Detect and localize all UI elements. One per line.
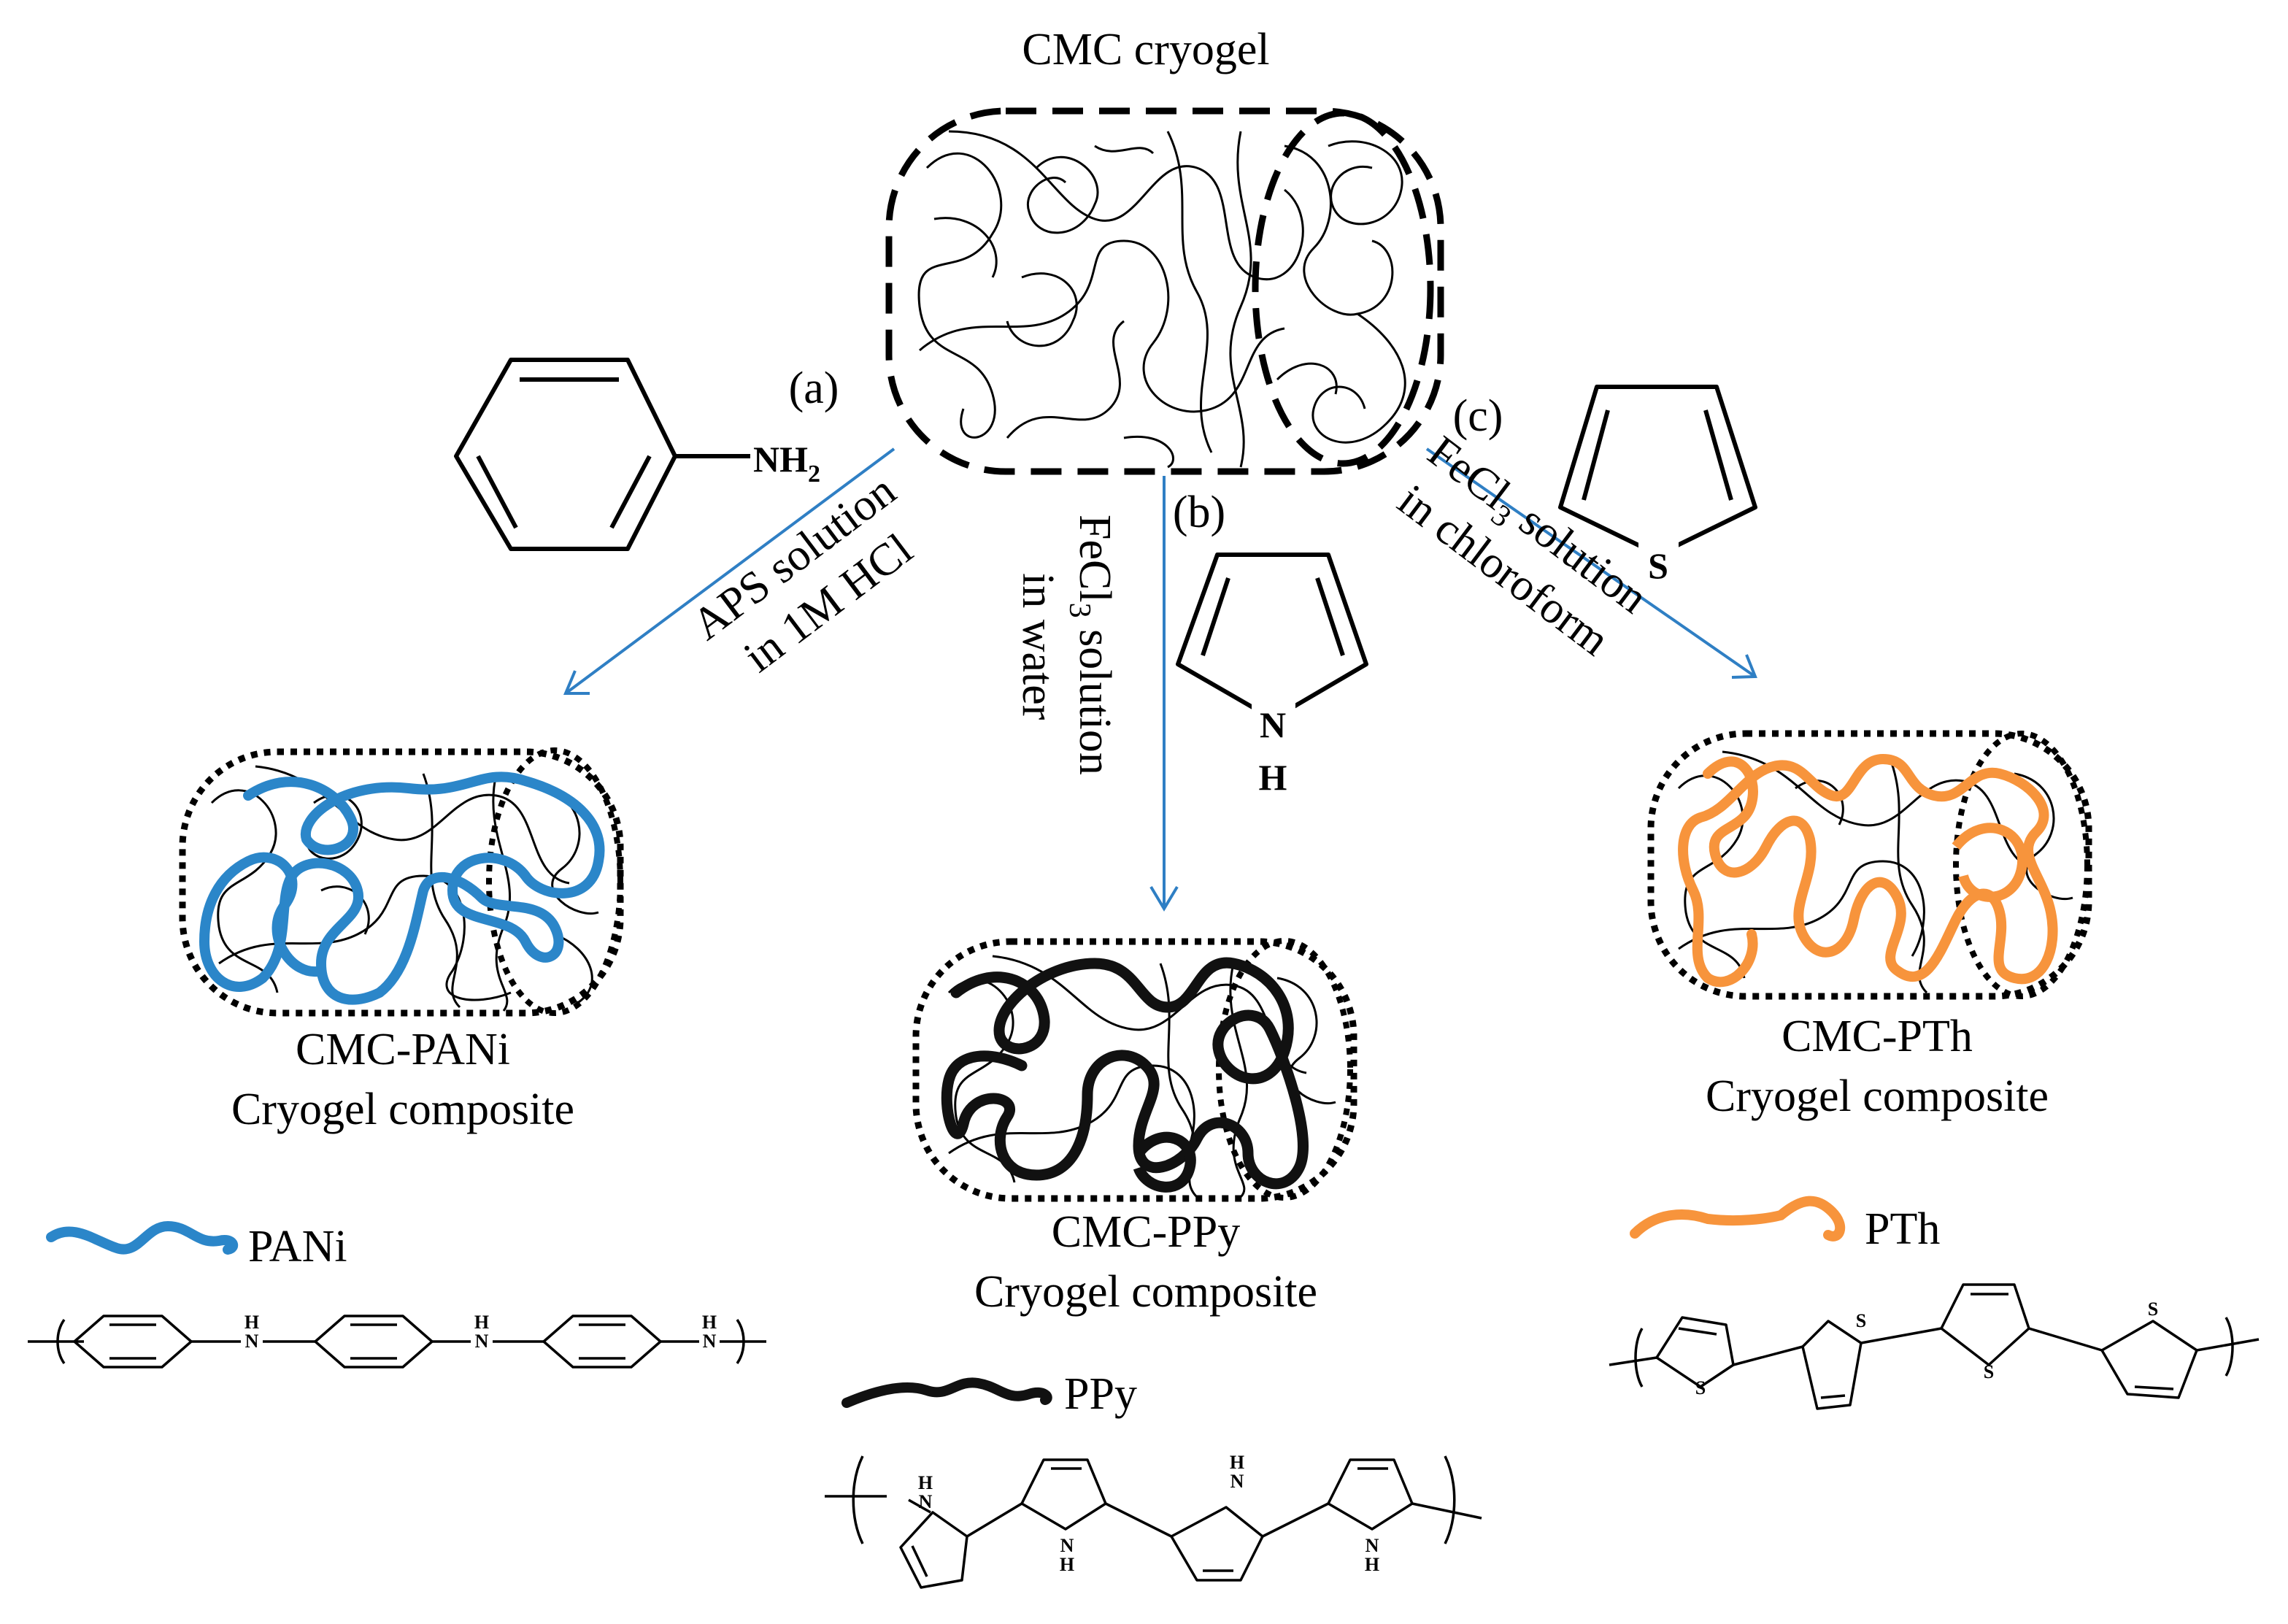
pani-composite-boundary <box>179 748 624 1017</box>
ppy-product-line2: Cryogel composite <box>974 1267 1317 1317</box>
ppy-h2: H <box>1060 1554 1074 1575</box>
route-b: (b) FeCl3 solution in water N H <box>1013 488 1368 798</box>
product-cmc-pth: CMC-PTh Cryogel composite <box>1647 730 2092 1121</box>
aniline-nh2-label: NH2 <box>753 439 820 488</box>
pani-nh-n1: N <box>245 1331 259 1352</box>
route-a-conditions: APS solution in 1M HCl <box>683 466 922 682</box>
route-b-condition-line2: in water <box>1013 573 1063 720</box>
pth-legend-swatch <box>1630 1196 1846 1242</box>
route-a-letter: (a) <box>789 363 839 413</box>
ppy-n3: N <box>1230 1471 1244 1492</box>
pth-structure: S S S S <box>1609 1283 2260 1410</box>
pani-nh-h2: H <box>474 1312 489 1333</box>
route-b-condition-line1: FeCl3 solution <box>1063 515 1120 775</box>
pani-chain <box>199 771 605 1005</box>
pth-product-line2: Cryogel composite <box>1706 1071 2049 1121</box>
ppy-legend-label: PPy <box>1064 1369 1137 1419</box>
pth-legend-label: PTh <box>1865 1204 1940 1254</box>
pyrrole-monomer: N H <box>1176 553 1368 798</box>
pani-structure: H N H N H N <box>28 1312 766 1369</box>
thiophene-monomer: S <box>1558 385 1757 586</box>
ppy-legend-swatch <box>841 1377 1052 1408</box>
cmc-cryogel-top: CMC cryogel <box>885 25 1444 475</box>
route-b-conditions: FeCl3 solution in water <box>1013 515 1120 775</box>
ppy-n4: N <box>1366 1535 1379 1556</box>
ppy-h1: H <box>918 1472 933 1493</box>
ppy-h4: H <box>1365 1554 1379 1575</box>
arrow-route-a <box>563 447 895 695</box>
pth-s3: S <box>1984 1361 1994 1382</box>
reaction-arrows <box>563 447 1757 912</box>
route-b-letter: (b) <box>1173 488 1225 537</box>
route-c-conditions: FeCl3 solution in chloroform <box>1389 426 1657 665</box>
pani-legend-label: PANi <box>248 1222 347 1271</box>
aniline-monomer: NH2 <box>454 358 820 551</box>
pani-product-line1: CMC-PANi <box>296 1025 510 1074</box>
arrow-route-c <box>1425 447 1757 679</box>
legend-pth: PTh <box>1630 1196 1940 1254</box>
thiophene-s-label: S <box>1648 545 1668 586</box>
pyrrole-h-label: H <box>1259 757 1287 798</box>
pani-nh-h1: H <box>244 1312 259 1333</box>
legend-ppy: PPy <box>841 1369 1137 1419</box>
route-c: (c) FeCl3 solution in chloroform S <box>1389 385 1757 666</box>
ppy-n1: N <box>919 1491 933 1512</box>
ppy-composite-boundary <box>912 938 1357 1202</box>
legend-pani: PANi <box>46 1220 347 1271</box>
arrow-route-b <box>1149 476 1179 912</box>
pani-product-line2: Cryogel composite <box>231 1085 574 1134</box>
cmc-polymer-network <box>917 130 1406 469</box>
cryogel-pore-boundary <box>1252 109 1434 467</box>
pani-nh-n3: N <box>703 1331 717 1352</box>
ppy-product-line1: CMC-PPy <box>1052 1207 1240 1257</box>
cmc-cryogel-label: CMC cryogel <box>1022 25 1269 74</box>
pani-nh-n2: N <box>475 1331 489 1352</box>
route-a: (a) APS solution in 1M HCl NH2 <box>454 358 922 682</box>
pth-s2: S <box>1856 1310 1866 1331</box>
pyrrole-n-label: N <box>1260 704 1286 745</box>
pth-product-line1: CMC-PTh <box>1782 1012 1973 1061</box>
pth-s4: S <box>2148 1298 2158 1320</box>
pth-chain <box>1678 754 2058 988</box>
product-cmc-ppy: CMC-PPy Cryogel composite <box>912 938 1357 1317</box>
ppy-h3: H <box>1230 1452 1244 1473</box>
pani-nh-h3: H <box>702 1312 717 1333</box>
ppy-structure: H N N H H N N H <box>825 1452 1482 1589</box>
route-c-letter: (c) <box>1453 391 1503 441</box>
ppy-n2: N <box>1060 1535 1074 1556</box>
cryogel-boundary <box>885 107 1444 475</box>
pth-s1: S <box>1695 1377 1706 1398</box>
pani-legend-swatch <box>46 1220 238 1255</box>
ppy-chain <box>941 957 1309 1190</box>
product-cmc-pani: CMC-PANi Cryogel composite <box>179 747 624 1134</box>
